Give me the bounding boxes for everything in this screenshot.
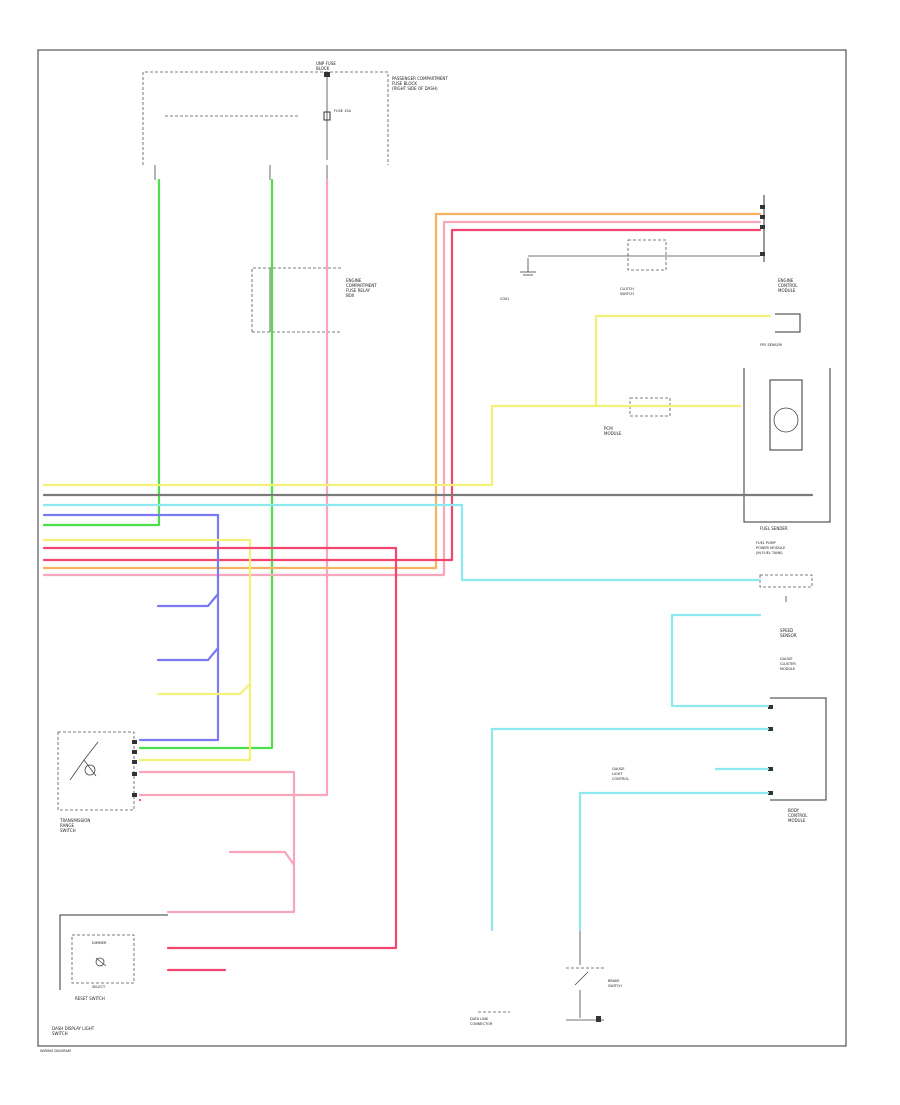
wire-pink-v [42,220,446,577]
wire-green-2 [138,178,274,750]
wire-green-1 [42,178,161,527]
speed-sensor [759,574,813,602]
ecm-top-block [760,195,765,262]
label-select: SELECT [92,985,106,989]
fuel-sender-box [743,368,831,523]
wire-pink-main [138,178,329,797]
reset-switch [59,914,168,990]
wire-blue-b [156,646,220,662]
wire-orange-v [42,212,438,570]
wire-yellow-main [42,404,494,487]
trans-range-switch [57,731,137,811]
gauge-cluster-box [768,697,827,801]
wire-cyan-dlc [490,727,770,932]
wire-cyan-gauge-v [670,613,770,708]
wire-blue-a [156,592,220,608]
wire-cyan-brake [578,791,770,932]
wire-red-v2 [42,546,398,950]
label-dimmer: DIMMER [92,941,107,945]
label-fps: FPS SENSOR [760,343,782,347]
wire-pink-trans [138,770,296,914]
wire-red-v [42,228,454,562]
clutch-switch [520,239,760,276]
wire-yellow-trans [156,682,252,696]
brake-switch [566,930,604,1022]
wire-blue-v [42,513,220,742]
label-ground-block: G301 [500,297,509,301]
label-reset-switch: RESET SWITCH [75,996,105,1001]
wire-pink-t2 [228,850,296,867]
fps-sensor-block [775,313,801,333]
label-fuel-sender: FUEL SENDER [760,526,788,531]
engine-relay-box [251,267,342,333]
diagram-frame [37,49,847,1047]
wire-yellow-v [42,538,252,762]
wire-cyan-h [42,503,762,582]
top-fuse-block [142,71,389,180]
wire-layer [42,178,814,972]
label-fuse-label: FUSE 15A [334,109,352,113]
label-footer: WIRING DIAGRAM [40,1049,71,1053]
